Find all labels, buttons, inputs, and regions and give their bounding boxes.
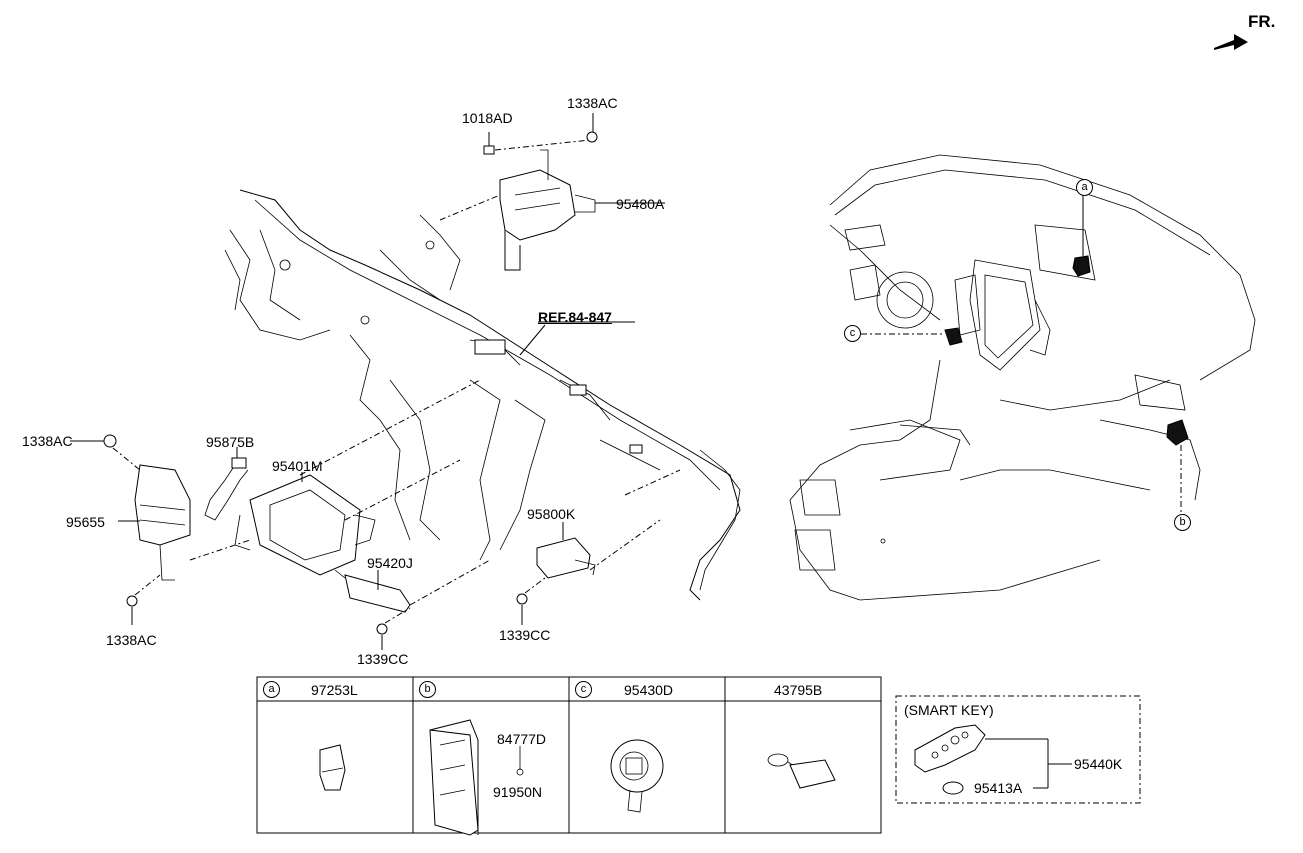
module-95401M	[234, 474, 376, 576]
module-icon	[429, 719, 524, 836]
shift-lever-bracket-95480A	[499, 149, 596, 271]
parts-table-grid	[256, 676, 882, 834]
callout-95800K: 95800K	[527, 506, 576, 522]
table-part-95430D: 95430D	[624, 682, 674, 698]
module-95655	[134, 464, 191, 581]
callout-1338AC-left: 1338AC	[22, 433, 73, 449]
table-marker-c: c	[575, 681, 592, 698]
smart-key-title: (SMART KEY)	[904, 702, 994, 718]
start-button-icon	[610, 739, 664, 813]
smart-key-icon	[914, 724, 986, 773]
smart-key-box	[895, 695, 1141, 804]
sensor-95420J	[334, 569, 411, 613]
callout-1339CC-left: 1339CC	[357, 651, 409, 667]
callout-95401M: 95401M	[272, 458, 323, 474]
front-arrow-icon	[1214, 34, 1248, 50]
callout-95420J: 95420J	[367, 555, 413, 571]
callout-95655: 95655	[66, 514, 105, 530]
battery-icon	[942, 781, 964, 795]
table-marker-b: b	[419, 681, 436, 698]
switch-icon	[319, 744, 346, 791]
table-part-84777D: 84777D	[497, 731, 547, 747]
ref-label: REF.84-847	[538, 309, 612, 325]
harness-95875B	[204, 457, 249, 521]
location-marker-a: a	[1076, 179, 1093, 196]
table-part-91950N: 91950N	[493, 784, 543, 800]
callout-1339CC-right: 1339CC	[499, 627, 551, 643]
tag-icon	[767, 753, 836, 789]
callout-95875B: 95875B	[206, 434, 255, 450]
orientation-label: FR.	[1248, 12, 1276, 31]
callout-1338AC-top: 1338AC	[567, 95, 618, 111]
table-part-97253L: 97253L	[311, 682, 358, 698]
crossmember-beam	[224, 189, 741, 601]
callout-95440K: 95440K	[1074, 756, 1123, 772]
callout-95480A: 95480A	[616, 196, 665, 212]
callout-1018AD: 1018AD	[462, 110, 513, 126]
location-marker-b: b	[1174, 514, 1191, 531]
interior-dashboard-view	[789, 154, 1256, 601]
table-part-43795B: 43795B	[774, 682, 823, 698]
table-marker-a: a	[263, 681, 280, 698]
sensor-95800K	[536, 537, 596, 579]
location-marker-c: c	[844, 325, 861, 342]
callout-1338AC-bottom: 1338AC	[106, 632, 157, 648]
callout-95413A: 95413A	[974, 780, 1023, 796]
